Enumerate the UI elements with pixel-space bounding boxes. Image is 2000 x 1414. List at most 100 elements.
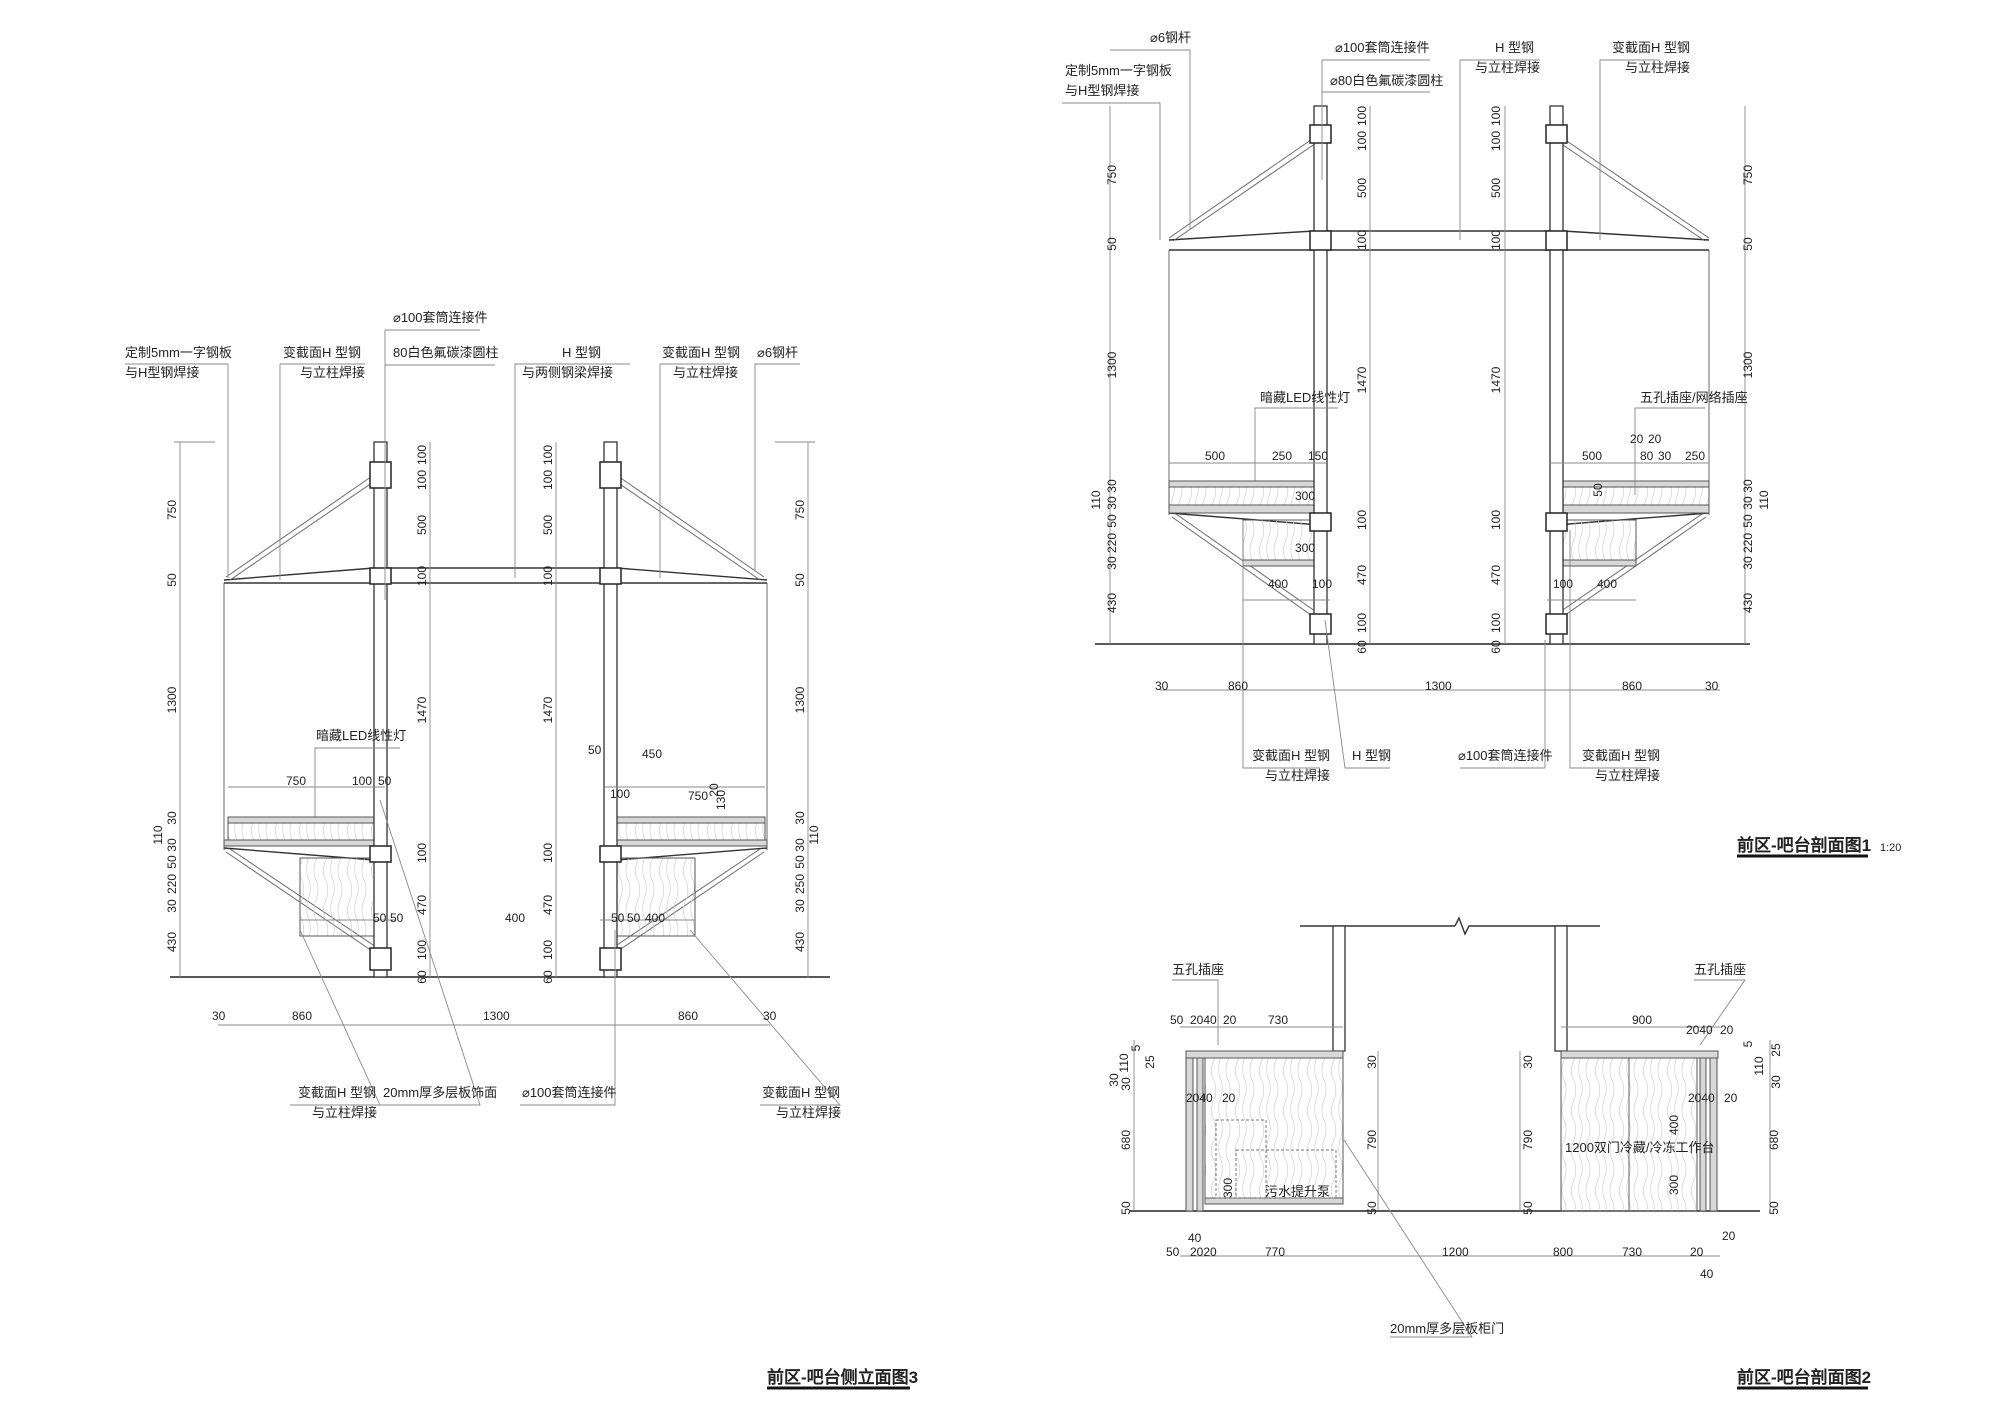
dimension-value: 130 <box>714 790 728 810</box>
cabinet-right <box>604 857 696 937</box>
dimension-value: 50 <box>165 573 179 587</box>
annotation-label: 与立柱焊接 <box>1625 60 1690 75</box>
dimension-value: 30 <box>1521 1055 1535 1069</box>
dimension-value: 30 <box>1119 1077 1133 1091</box>
dimension-value: 5 <box>1741 1040 1755 1047</box>
dimension-value: 1470 <box>415 696 429 723</box>
dimension-value: 40 <box>1700 1267 1714 1281</box>
dimension-value: 470 <box>541 895 555 915</box>
section-2-drawing <box>1130 916 1868 1390</box>
dimension-value: 500 <box>541 515 555 535</box>
dimension-value: 1200 <box>1442 1245 1469 1259</box>
dimension-value: 430 <box>1741 593 1755 613</box>
dimension-value: 150 <box>1308 449 1328 463</box>
dimension-value: 500 <box>1582 449 1602 463</box>
dimension-value: 900 <box>1632 1013 1652 1027</box>
dimension-value: 30 <box>1741 496 1755 510</box>
dimension-value: 300 <box>1295 489 1315 503</box>
dimension-value: 50 <box>1365 1201 1379 1215</box>
dimension-value: 1300 <box>483 1009 510 1023</box>
annotation-label: 与H型钢焊接 <box>125 365 199 380</box>
dimension-value: 800 <box>1553 1245 1573 1259</box>
annotation-label: 变截面H 型钢 <box>298 1085 376 1100</box>
dimension-value: 400 <box>1667 1115 1681 1135</box>
dimension-value: 100 <box>1355 613 1369 633</box>
dimension-lines <box>1133 1026 1771 1257</box>
dimension-value: 30 <box>212 1009 226 1023</box>
dimension-value: 20 <box>1648 432 1662 446</box>
dimension-value: 50 <box>1767 1201 1781 1215</box>
annotation-label: ⌀100套筒连接件 <box>1458 748 1553 763</box>
dimension-value: 250 <box>793 874 807 894</box>
annotation-label: 与立柱焊接 <box>673 365 738 380</box>
round-column-right <box>603 441 618 978</box>
dimension-value: 30 <box>1658 449 1672 463</box>
dimension-value: 860 <box>1622 679 1642 693</box>
dimension-value: 680 <box>1119 1130 1133 1150</box>
round-column-right <box>1549 105 1564 645</box>
dimension-value: 30 <box>1741 556 1755 570</box>
cabinet-left <box>1204 1057 1344 1199</box>
dimension-value: 100 <box>541 470 555 490</box>
dimension-value: 1300 <box>165 686 179 713</box>
dimension-value: 50 <box>390 911 404 925</box>
annotation-label: 与立柱焊接 <box>312 1105 377 1120</box>
dimension-value: 220 <box>1741 533 1755 553</box>
dimension-value: 20 <box>1222 1091 1236 1105</box>
dimension-value: 20 <box>1720 1023 1734 1037</box>
dimension-value: 30 <box>165 811 179 825</box>
dimension-value: 790 <box>1521 1130 1535 1150</box>
leader-lines <box>1062 49 1705 769</box>
annotation-label: 与立柱焊接 <box>1265 768 1330 783</box>
dimension-value: 50 <box>1521 1201 1535 1215</box>
dimension-value: 770 <box>1265 1245 1285 1259</box>
annotation-label: 与立柱焊接 <box>1475 60 1540 75</box>
annotation-label: ⌀6钢杆 <box>757 345 798 360</box>
dimension-value: 750 <box>1741 165 1755 185</box>
dimension-value: 470 <box>415 895 429 915</box>
dimension-value: 50 <box>793 855 807 869</box>
dimension-value: 400 <box>1268 577 1288 591</box>
annotation-label: H 型钢 <box>1352 748 1391 763</box>
sleeve-connectors <box>1309 124 1568 635</box>
dimension-value: 100 <box>541 940 555 960</box>
cabinet-left <box>299 857 386 937</box>
dimension-value: 400 <box>505 911 525 925</box>
dimension-value: 100 <box>1489 510 1503 530</box>
dimension-value: 110 <box>807 825 821 844</box>
annotation-label: 与立柱焊接 <box>1595 768 1660 783</box>
dimension-value: 300 <box>1667 1175 1681 1195</box>
dimension-value: 50 <box>1105 514 1119 528</box>
dimension-value: 50 <box>378 774 392 788</box>
dimension-value: 110 <box>1752 1056 1766 1075</box>
dimension-value: 2020 <box>1190 1245 1217 1259</box>
section-1-drawing <box>1062 49 1868 858</box>
annotation-label: 变截面H 型钢 <box>1612 40 1690 55</box>
dimension-value: 500 <box>1205 449 1225 463</box>
annotation-label: 五孔插座 <box>1694 962 1746 977</box>
dimension-value: 20 <box>1722 1229 1736 1243</box>
dimension-value: 110 <box>1089 490 1103 509</box>
annotation-label: 五孔插座 <box>1172 962 1224 977</box>
annotation-label: 20mm厚多层板饰面 <box>383 1085 497 1100</box>
annotation-label: 五孔插座/网络插座 <box>1640 390 1748 405</box>
dimension-value: 30 <box>1365 1055 1379 1069</box>
annotation-label: 变截面H 型钢 <box>1252 748 1330 763</box>
counter-top-right <box>1560 1050 1719 1059</box>
dimension-value: 2040 <box>1186 1091 1213 1105</box>
annotation-label: 污水提升泵 <box>1265 1184 1330 1199</box>
dimension-value: 100 <box>541 843 555 863</box>
dimension-value: 30 <box>1105 479 1119 493</box>
dimension-value: 100 <box>415 566 429 586</box>
dimension-value: 30 <box>1741 479 1755 493</box>
dimension-value: 20 <box>1630 432 1644 446</box>
dimension-value: 50 <box>1170 1013 1184 1027</box>
annotation-label: 变截面H 型钢 <box>283 345 361 360</box>
dimension-value: 430 <box>1105 593 1119 613</box>
dimension-value: 30 <box>793 899 807 913</box>
dimension-value: 400 <box>1597 577 1617 591</box>
dimension-value: 100 <box>1489 230 1503 250</box>
elevation-3-drawing <box>125 329 841 1106</box>
